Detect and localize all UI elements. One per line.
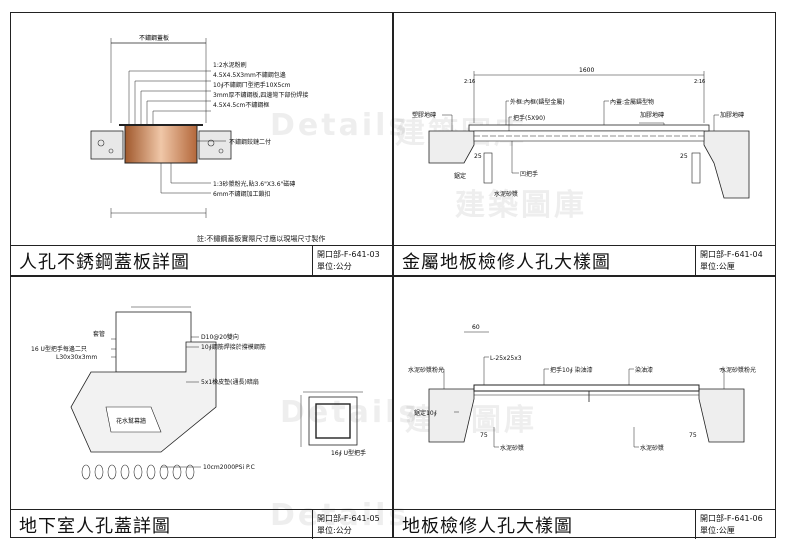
label-recessed-handle: 凹把手 <box>520 170 538 178</box>
drawing-sheet: 不鏽鋼蓋板 <box>10 12 776 539</box>
label-rubber-pad: 5x1橡皮墊(通長)暗扇 <box>201 378 259 386</box>
code-number-1: 開口部-F-641-03 <box>317 250 380 259</box>
label-u-handle: 16 U型把手每邊二只 <box>31 345 87 353</box>
label-handle-paint: 把手10∮ 染油漆 <box>550 366 593 374</box>
drawing-code-2: 開口部-F-641-04 單位:公厘 <box>695 246 775 275</box>
label-lock: 6mm不鏽鋼加工鎖扣 <box>213 190 271 198</box>
drawing-title-4: 地板檢修人孔大樣圖 <box>402 516 573 537</box>
label-anchor: 鋸定10∮ <box>414 409 437 417</box>
drawing-code-4: 開口部-F-641-06 單位:公厘 <box>695 510 775 539</box>
label-paint: 染油漆 <box>635 366 653 374</box>
label-mortar-finish-b: 水泥砂漿粉光 <box>720 366 756 374</box>
drawing-title-1: 人孔不銹鋼蓋板詳圖 <box>19 252 190 273</box>
basement-manhole-detail: D10@20雙向 10∮鋼筋焊接於撐模鋼筋 套管 16 U型把手每邊二只 L30… <box>31 306 366 480</box>
label-mortar-a: 水泥砂漿 <box>500 444 524 452</box>
drawing-title-3: 地下室人孔蓋詳圖 <box>19 516 171 537</box>
dim-25-b: 25 <box>680 153 688 160</box>
label-cover: 不鏽鋼蓋板 <box>139 34 169 42</box>
panel-divider-horizontal <box>11 275 775 277</box>
label-angle-steel: L-25x25x3 <box>490 355 522 362</box>
label-vinyl-tile: 塑膠地磚 <box>412 111 436 119</box>
title-block-4: 地板檢修人孔大樣圖 開口部-F-641-06 單位:公厘 <box>394 509 775 539</box>
dim-1600: 1600 <box>579 67 594 74</box>
drawing-title-2: 金屬地板檢修人孔大樣圖 <box>402 252 611 273</box>
label-mortar-finish-a: 水泥砂漿粉光 <box>408 366 444 374</box>
label-u-handle-detail: 16∮ U型把手 <box>331 449 366 457</box>
title-block-1: 人孔不銹鋼蓋板詳圖 開口部-F-641-03 單位:公分 <box>11 245 392 275</box>
label-curtain: 花水幫幕牆 <box>116 417 146 425</box>
label-tile-a: 加膠地磚 <box>640 111 664 119</box>
label-handle-size: 把手(5X90) <box>513 114 545 122</box>
title-block-3: 地下室人孔蓋詳圖 開口部-F-641-05 單位:公分 <box>11 509 392 539</box>
watermark-brand-3: Details <box>270 498 410 533</box>
dim-right: 2:16 <box>694 79 705 85</box>
drawing-code-1: 開口部-F-641-03 單位:公分 <box>312 246 392 275</box>
panel-basement-manhole-drawing: D10@20雙向 10∮鋼筋焊接於撐模鋼筋 套管 16 U型把手每邊二只 L30… <box>11 277 392 509</box>
code-number-2: 開口部-F-641-04 <box>700 250 763 259</box>
dim-75-a: 75 <box>480 432 488 439</box>
label-outer-frame: 外框:內框(鑄型金屬) <box>510 98 565 106</box>
label-concrete: 10cm2000PSi P.C <box>203 464 255 471</box>
label-frame: 4.5X4.5cm不鏽鋼框 <box>213 101 269 109</box>
label-sleeve: 套管 <box>93 330 105 338</box>
floor-hatch-detail: 60 L-25x25x3 把手10∮ 染油漆 染油漆 水泥砂漿粉光 <box>408 324 756 452</box>
dim-75-b: 75 <box>689 432 697 439</box>
dim-60: 60 <box>472 324 480 331</box>
label-plaster: 1:2水泥粉刷 <box>213 61 247 69</box>
label-edge: 4.5X4.5X3mm不鏽鋼包邊 <box>213 71 286 79</box>
stainless-cover-detail: 不鏽鋼蓋板 <box>90 34 325 243</box>
label-rebar-grid: D10@20雙向 <box>201 333 239 341</box>
code-number-3: 開口部-F-641-05 <box>317 514 380 523</box>
code-unit-1: 單位:公分 <box>317 262 352 271</box>
label-inner-cover: 內蓋:金屬鑄型物 <box>610 98 654 106</box>
label-rebar-weld: 10∮鋼筋焊接於撐模鋼筋 <box>201 343 266 351</box>
watermark-brand-2: Details <box>280 395 420 430</box>
label-fix: 鋸定 <box>454 172 466 180</box>
label-tile-b: 加膠地磚 <box>720 111 744 119</box>
dim-left: 2:16 <box>464 79 475 85</box>
code-unit-2: 單位:公厘 <box>700 262 735 271</box>
dim-25-a: 25 <box>474 153 482 160</box>
watermark-brand-1: Details <box>270 108 410 143</box>
metal-hatch-detail: 1600 2:16 2:16 外框:內框(鑄型金屬) 內蓋:金屬 <box>412 67 750 199</box>
label-tile: 1:3砂漿粉光,貼3.6"X3.6"磁磚 <box>213 180 295 188</box>
label-plate: 3mm厚不鏽鋼板,四邊彎下部份焊接 <box>213 91 308 99</box>
note-size: 註:不鏽鋼蓋板實際尺寸應以現場尺寸製作 <box>197 234 325 243</box>
drawing-code-3: 開口部-F-641-05 單位:公分 <box>312 510 392 539</box>
title-block-2: 金屬地板檢修人孔大樣圖 開口部-F-641-04 單位:公厘 <box>394 245 775 275</box>
code-unit-4: 單位:公厘 <box>700 526 735 535</box>
label-hinge: 不鏽鋼鉸鏈二付 <box>229 138 271 146</box>
panel-metal-hatch-drawing: 1600 2:16 2:16 外框:內框(鑄型金屬) 內蓋:金屬 <box>394 13 775 245</box>
code-number-4: 開口部-F-641-06 <box>700 514 763 523</box>
panel-floor-hatch-drawing: 60 L-25x25x3 把手10∮ 染油漆 染油漆 水泥砂漿粉光 <box>394 277 775 509</box>
label-mortar: 水泥砂漿 <box>494 190 518 198</box>
label-handle: 10∮不鏽鋼ㄇ型把手10X5cm <box>213 81 291 89</box>
panel-stainless-cover-drawing: 不鏽鋼蓋板 <box>11 13 392 245</box>
watermark-cn-2: 建築圖庫 <box>455 188 587 223</box>
code-unit-3: 單位:公分 <box>317 526 352 535</box>
label-mortar-b: 水泥砂漿 <box>640 444 664 452</box>
label-angle: L30x30x3mm <box>56 354 97 361</box>
